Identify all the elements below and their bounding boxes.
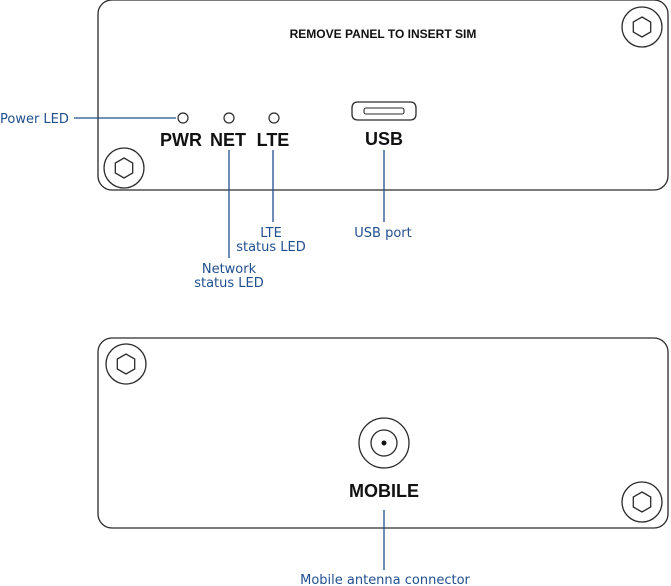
screw-bottom-right-icon [621,481,663,523]
screw-top-right-icon [621,6,663,48]
net-label: NET [210,130,246,150]
mobile-antenna-callout: Mobile antenna connector [300,573,470,586]
lte-led-icon [268,112,280,124]
top-panel [97,0,669,191]
power-led-callout: Power LED [0,112,69,127]
screw-bottom-left-icon [103,147,145,189]
network-led-icon [223,112,235,124]
pwr-label: PWR [160,130,202,150]
lte-status-callout-line2: status LED [236,240,306,255]
network-status-callout-line2: status LED [194,276,264,291]
antenna-connector-icon [358,417,410,469]
network-status-callout-line1: Network [202,262,257,277]
power-led-icon [177,112,189,124]
lte-label: LTE [257,130,290,150]
usb-port-icon [351,101,417,121]
screw-top-left-icon [105,343,147,385]
lte-status-callout-line1: LTE [260,226,282,241]
mobile-label: MOBILE [349,481,419,501]
usb-port-callout: USB port [354,226,411,241]
usb-label: USB [365,129,403,149]
remove-panel-header: REMOVE PANEL TO INSERT SIM [290,27,477,41]
